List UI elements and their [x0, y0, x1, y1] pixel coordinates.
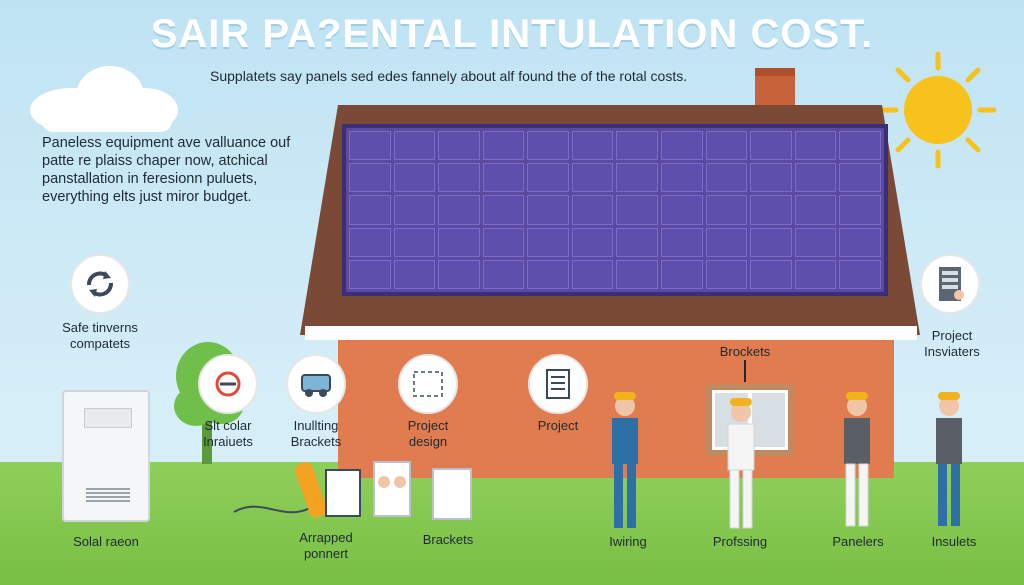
solar-panel-cell [349, 227, 391, 257]
solar-panel-cell [438, 195, 480, 225]
solar-panel-cell [393, 227, 436, 257]
solar-panel-cell [482, 163, 525, 193]
solar-panel-cell [571, 163, 614, 193]
solar-panel-cell [661, 163, 703, 193]
solar-panel-cell [750, 259, 792, 289]
solar-panel-cell [794, 163, 837, 193]
solar-panel-cell [616, 131, 659, 161]
worker-insulets [936, 392, 962, 526]
solar-panel-cell [661, 259, 703, 289]
bottom-label-brackets: Brackets [422, 532, 474, 547]
right-feature-label: Project Insviaters [924, 328, 980, 359]
solar-panel-cell [661, 131, 703, 161]
row-icon-label-2: Inullting Brackets [290, 418, 342, 449]
inverter-display [84, 408, 132, 428]
document-icon [528, 354, 588, 414]
solar-panel-cell [616, 227, 659, 257]
cable-icon [198, 354, 258, 414]
solar-panel-cell [794, 227, 837, 257]
solar-panel-cell [482, 227, 525, 257]
solar-panel-cell [571, 195, 614, 225]
solar-panel-cell [839, 259, 881, 289]
solar-panel-cell [661, 227, 703, 257]
solar-panel-cell [349, 259, 391, 289]
solar-panel-cell [705, 163, 748, 193]
solar-panel-cell [527, 227, 569, 257]
solar-panel-cell [482, 259, 525, 289]
solar-panel-cell [616, 259, 659, 289]
recycle-icon [70, 254, 130, 314]
worker-panelers [844, 392, 870, 527]
solar-panel-cell [839, 227, 881, 257]
page-title: SAIR PA?ENTAL INTULATION COST. [150, 12, 874, 56]
bottom-label-inverter: Solal raeon [73, 534, 139, 549]
solar-panel-cell [393, 163, 436, 193]
solar-panel-cell [571, 131, 614, 161]
intro-paragraph: Paneless equipment ave valluance ouf pat… [42, 135, 291, 205]
row-icon-label-3: Project design [407, 418, 449, 449]
row-icon-label-1: Slt colar Inraiuets [203, 418, 253, 449]
bottom-label-panelers: Panelers [832, 534, 884, 549]
bottom-label-professing: Profssing [712, 534, 768, 549]
solar-panel-cell [839, 131, 881, 161]
bottom-label-insulets: Insulets [931, 534, 977, 549]
solar-panel-cell [750, 163, 792, 193]
house-label-pointer [744, 360, 746, 382]
solar-panel-cell [661, 195, 703, 225]
solar-panel-cell [571, 259, 614, 289]
solar-panel-cell [750, 131, 792, 161]
solar-panel-cell [438, 131, 480, 161]
brackets-document-icon [432, 468, 472, 520]
page-subtitle: Supplatets say panels sed edes fannely a… [210, 68, 688, 84]
blueprint-icon [398, 354, 458, 414]
solar-panel-cell [527, 163, 569, 193]
truck-icon [286, 354, 346, 414]
solar-panel-cell [349, 195, 391, 225]
sun-icon [879, 51, 997, 169]
solar-panel-cell [571, 227, 614, 257]
solar-panel-array [342, 124, 888, 296]
solar-panel-cell [705, 195, 748, 225]
solar-panel-cell [349, 163, 391, 193]
bottom-label-equipment: Arrapped ponnert [299, 530, 353, 561]
worker-wiring [612, 392, 638, 528]
solar-panel-cell [349, 131, 391, 161]
solar-panel-cell [794, 259, 837, 289]
solar-panel-cell [527, 195, 569, 225]
solar-panel-cell [527, 131, 569, 161]
house-label: Brockets [719, 344, 771, 359]
solar-panel-cell [393, 259, 436, 289]
solar-panel-cell [750, 195, 792, 225]
worker-professing [727, 398, 755, 529]
solar-panel-cell [705, 131, 748, 161]
solar-panel-cell [482, 195, 525, 225]
inverter-vent [86, 488, 130, 502]
solar-panel-cell [616, 163, 659, 193]
solar-panel-cell [438, 227, 480, 257]
solar-panel-cell [482, 131, 525, 161]
solar-panel-cell [527, 259, 569, 289]
solar-panel-cell [438, 163, 480, 193]
solar-panel-cell [393, 131, 436, 161]
solar-panel-cell [616, 195, 659, 225]
bottom-label-wiring: Iwiring [609, 534, 647, 549]
solar-panel-cell [794, 131, 837, 161]
solar-inverter-box [62, 390, 150, 522]
equipment-illustration [233, 461, 411, 518]
left-feature-label: Safe tinverns compatets [62, 320, 138, 351]
solar-panel-cell [705, 259, 748, 289]
solar-panel-cell [393, 195, 436, 225]
solar-panel-cell [705, 227, 748, 257]
solar-panel-cell [839, 195, 881, 225]
solar-panel-cell [794, 195, 837, 225]
solar-panel-cell [438, 259, 480, 289]
cloud-icon [30, 66, 178, 132]
solar-panel-cell [750, 227, 792, 257]
roof-eave [305, 326, 917, 340]
server-rack-icon [920, 254, 980, 314]
row-icon-label-4: Project [537, 418, 579, 433]
solar-panel-cell [839, 163, 881, 193]
